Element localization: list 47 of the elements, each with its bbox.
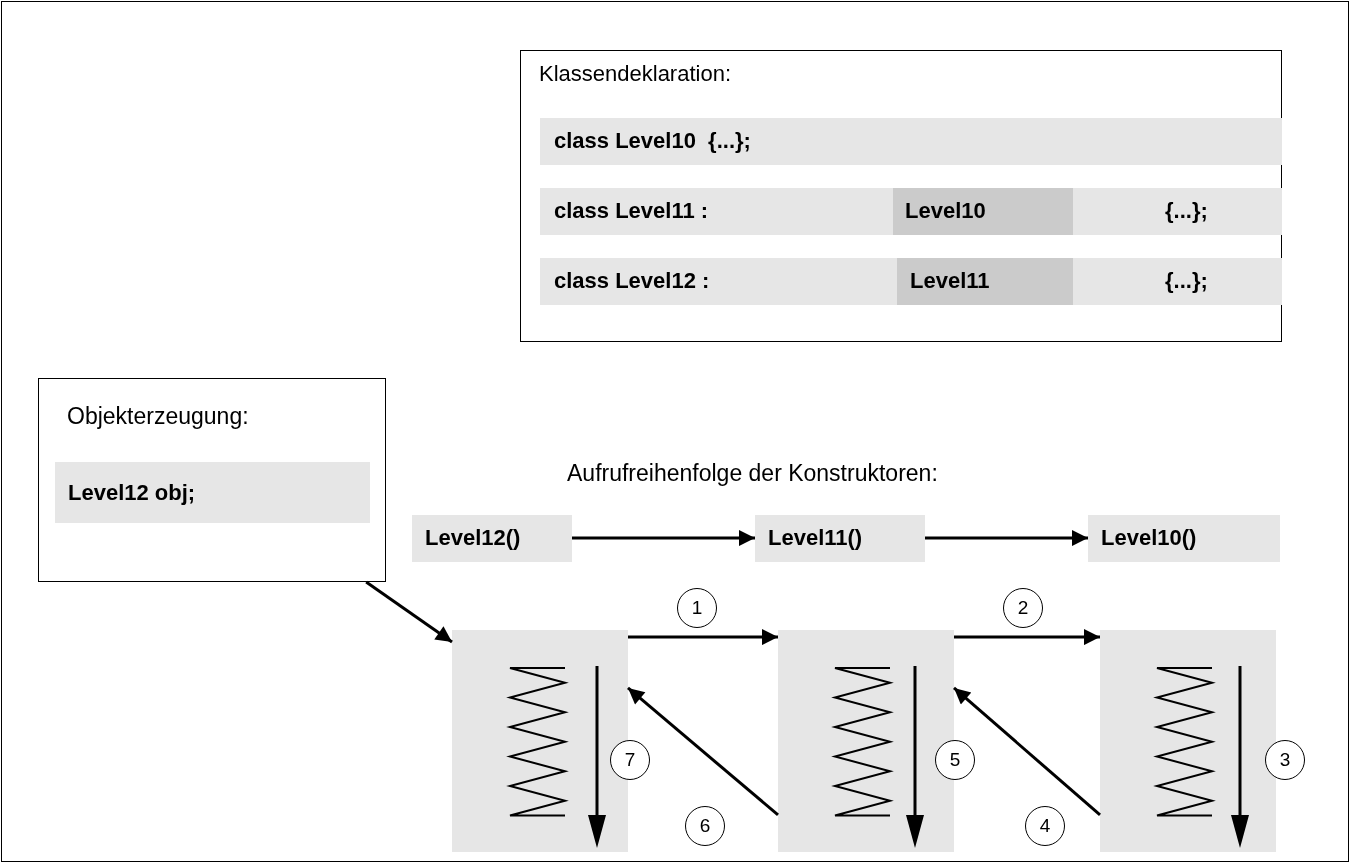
arrow	[627, 686, 779, 817]
code-text: class Level12 :	[554, 270, 710, 292]
number-circle	[1003, 588, 1043, 628]
code-text: Level10	[905, 200, 986, 222]
code-text: class Level11 :	[554, 200, 709, 222]
constructor-band	[412, 515, 572, 562]
code-text: {...};	[1165, 200, 1208, 222]
constructor-band	[1088, 515, 1280, 562]
number-circle	[1265, 740, 1305, 780]
constructor-band	[755, 515, 925, 562]
code-text: Level10()	[1101, 527, 1197, 549]
step-number: 7	[624, 749, 636, 771]
step-number: 4	[1039, 815, 1051, 837]
code-text: Level12()	[425, 527, 521, 549]
step-number: 2	[1017, 597, 1029, 619]
code-text: class Level10 {...};	[554, 130, 751, 152]
panel-heading: Klassendeklaration:	[539, 63, 731, 85]
code-text: Level12 obj;	[68, 482, 196, 504]
caption-text: Aufrufreihenfolge der Konstruktoren:	[567, 462, 938, 485]
number-circle	[1025, 806, 1065, 846]
code-band	[540, 118, 1282, 165]
number-circle	[677, 588, 717, 628]
step-number: 6	[699, 815, 711, 837]
code-text: {...};	[1165, 270, 1208, 292]
base-class-band	[893, 188, 1073, 235]
step-number: 3	[1279, 749, 1291, 771]
arrow	[628, 629, 778, 646]
creation-panel	[38, 378, 386, 582]
stack-frame-box	[1100, 630, 1276, 852]
arrow	[365, 580, 453, 644]
code-text: Level11	[910, 270, 990, 292]
code-text: Level11()	[768, 527, 863, 549]
step-number: 1	[691, 597, 703, 619]
step-number: 5	[949, 749, 961, 771]
arrow	[954, 629, 1100, 646]
code-band	[55, 462, 370, 523]
arrow	[925, 530, 1088, 547]
panel-heading: Objekterzeugung:	[67, 405, 249, 428]
number-circle	[935, 740, 975, 780]
base-class-band	[897, 258, 1073, 305]
declaration-panel	[520, 50, 1282, 342]
code-band	[540, 258, 1282, 305]
arrow	[572, 530, 755, 547]
arrow	[953, 686, 1101, 817]
number-circle	[610, 740, 650, 780]
code-band	[540, 188, 1282, 235]
number-circle	[685, 806, 725, 846]
